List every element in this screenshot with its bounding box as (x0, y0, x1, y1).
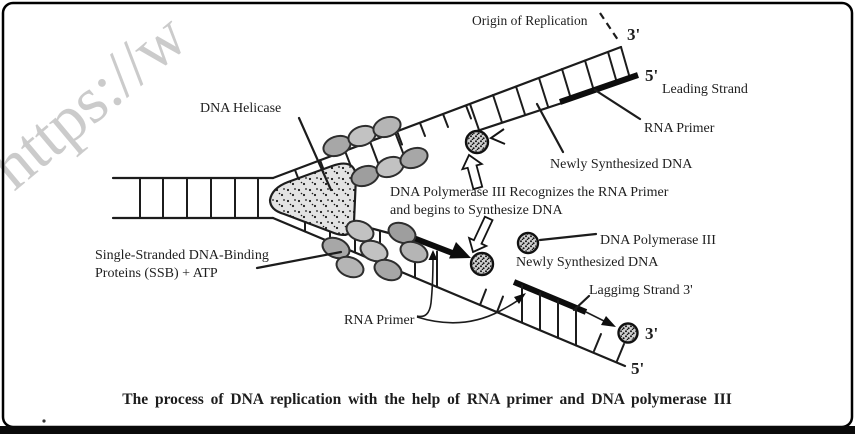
label-dna-polymerase-iii: DNA Polymerase III (600, 233, 716, 248)
newly-synthesized-top-pointer (535, 102, 565, 154)
rna-primer-pointer-curves (416, 250, 526, 324)
label-3prime-bottom: 3' (645, 324, 658, 343)
stray-dot (42, 419, 46, 423)
origin-dashed-line (599, 12, 619, 41)
label-rna-primer-top: RNA Primer (644, 121, 715, 136)
open-arrow-down-icon (467, 215, 494, 254)
rna-primer-arrowhead (449, 242, 471, 259)
helicase-pointer-line (297, 116, 333, 192)
rna-primer-bottom-segment-2 (512, 279, 588, 315)
label-polymerase-recognizes-1: DNA Polymerase III Recognizes the RNA Pr… (390, 185, 669, 200)
label-origin-of-replication: Origin of Replication (472, 13, 588, 28)
label-5prime-bottom: 5' (631, 359, 644, 378)
dna-polymerase-3prime (617, 322, 639, 344)
newly-synthesized-dna-top (475, 101, 564, 133)
rna-primer-top-segment (559, 72, 639, 105)
label-ssb-2: Proteins (SSB) + ATP (95, 266, 218, 281)
label-leading-strand: Leading Strand (662, 82, 748, 97)
rna-primer-top-pointer (593, 88, 642, 121)
ssb-proteins-upper (322, 115, 429, 188)
dna-polymerase-free (516, 231, 540, 255)
ssb-pointer-line (255, 250, 343, 270)
bottom-rule (0, 426, 855, 434)
label-newly-synthesized-bottom: Newly Synthesized DNA (516, 255, 659, 270)
label-rna-primer-bottom: RNA Primer (344, 313, 415, 328)
figure-caption: The process of DNA replication with the … (122, 391, 731, 408)
dna-polymerase-lagging (469, 251, 495, 277)
label-polymerase-recognizes-2: and begins to Synthesize DNA (390, 203, 564, 218)
lagging-strand-pointer (572, 294, 591, 312)
dna-helicase-texture (270, 163, 356, 235)
parental-dna-ladder (111, 176, 275, 220)
open-arrow-up-icon (460, 153, 484, 191)
label-newly-synthesized-top: Newly Synthesized DNA (550, 157, 693, 172)
label-3prime-top: 3' (627, 25, 640, 44)
dna-polymerase-top (464, 129, 490, 155)
label-dna-helicase: DNA Helicase (200, 101, 281, 116)
label-5prime-top: 5' (645, 66, 658, 85)
open-arrowhead-left-icon (488, 128, 506, 145)
polymerase-pointer-line (538, 232, 598, 242)
label-ssb-1: Single-Stranded DNA-Binding (95, 248, 269, 263)
label-lagging-strand: Laggimg Strand 3' (589, 283, 693, 298)
